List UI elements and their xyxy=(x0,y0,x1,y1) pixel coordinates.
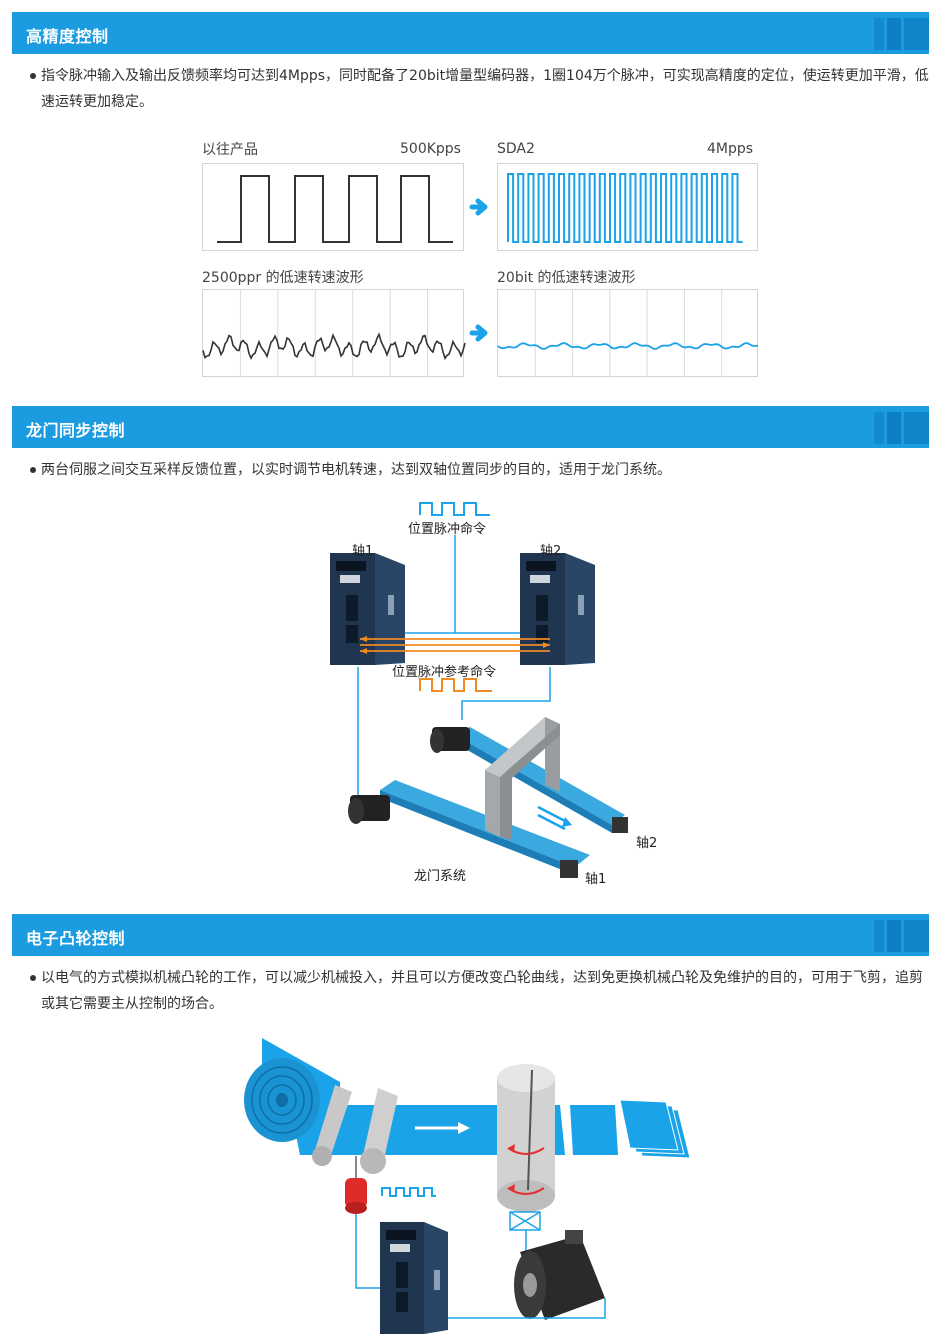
bullet-dot xyxy=(30,975,36,981)
old-pulse-box xyxy=(202,163,464,251)
electronic-cam-diagram xyxy=(244,1038,691,1334)
axis1-bottom-label: 轴1 xyxy=(585,872,607,887)
new-speed-box xyxy=(497,289,759,378)
cutter-drum xyxy=(497,1064,555,1212)
old-wave-label: 2500ppr 的低速转速波形 xyxy=(202,270,364,286)
arrow-right-icon xyxy=(469,324,488,342)
new-wave-label: 20bit 的低速转速波形 xyxy=(497,270,636,286)
section-title: 高精度控制 xyxy=(26,27,109,46)
new-rate-label: 4Mpps xyxy=(707,141,754,157)
pulse-command-label: 位置脉冲命令 xyxy=(408,522,487,537)
header-decoration xyxy=(874,920,929,952)
feed-rollers xyxy=(312,1085,398,1174)
old-product-label: 以往产品 xyxy=(202,142,258,158)
motor-axis2 xyxy=(430,727,470,753)
section-title: 龙门同步控制 xyxy=(26,421,126,440)
gantry-description: 两台伺服之间交互采样反馈位置，以实时调节电机转速，达到双轴位置同步的目的，适用于… xyxy=(30,457,935,483)
precision-description: 指令脉冲输入及输出反馈频率均可达到4Mpps，同时配备了20bit增量型编码器，… xyxy=(30,63,935,115)
new-speed-wave xyxy=(497,290,759,378)
section-title: 电子凸轮控制 xyxy=(26,929,126,948)
old-pulse-wave xyxy=(217,175,453,243)
new-pulse-wave xyxy=(507,173,743,243)
axis1-label: 轴1 xyxy=(352,544,374,559)
servo-drive xyxy=(380,1222,448,1334)
old-rate-label: 500Kpps xyxy=(400,141,461,157)
gantry-diagram xyxy=(330,502,628,878)
new-pulse-box xyxy=(497,163,758,251)
pulse-reference-label: 位置脉冲参考命令 xyxy=(392,665,497,680)
servo-drive-axis1 xyxy=(330,553,405,665)
axis2-label: 轴2 xyxy=(540,544,562,559)
servo-drive-axis2 xyxy=(520,553,595,665)
cam-description: 以电气的方式模拟机械凸轮的工作，可以减少机械投入，并且可以方便改变凸轮曲线，达到… xyxy=(30,965,935,1017)
section-header-gantry: 龙门同步控制 xyxy=(12,406,929,448)
material-roll xyxy=(244,1038,340,1150)
header-decoration xyxy=(874,412,929,444)
section-header-cam: 电子凸轮控制 xyxy=(12,914,929,956)
new-product-label: SDA2 xyxy=(497,141,535,157)
old-speed-wave xyxy=(202,290,466,378)
encoder xyxy=(345,1156,367,1214)
arrow-right-icon xyxy=(469,198,488,216)
motor-axis1 xyxy=(348,795,390,824)
servo-motor xyxy=(514,1230,605,1320)
old-speed-box xyxy=(202,289,466,378)
bullet-dot xyxy=(30,73,36,79)
section-header-precision: 高精度控制 xyxy=(12,12,929,54)
axis2-bottom-label: 轴2 xyxy=(636,836,658,851)
gantry-system-label: 龙门系统 xyxy=(414,869,467,884)
header-decoration xyxy=(874,18,929,50)
bullet-dot xyxy=(30,467,36,473)
